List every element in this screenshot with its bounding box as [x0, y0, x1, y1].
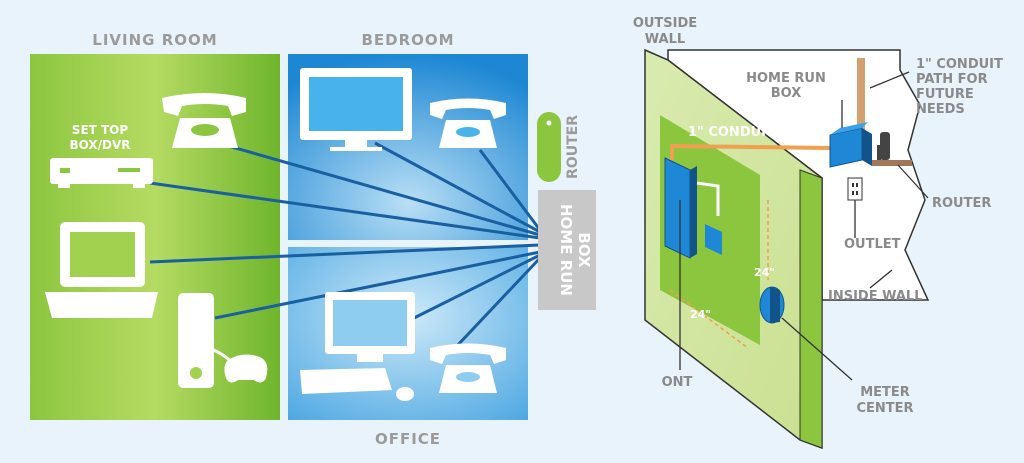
bedroom-label: BEDROOM — [361, 31, 454, 49]
phone-icon — [162, 93, 246, 148]
future-conduit-label-1: 1" CONDUIT — [916, 57, 1003, 72]
router-icon — [537, 112, 561, 182]
router-label: ROUTER — [565, 115, 581, 179]
home-run-box-label-1: HOME RUN — [557, 204, 575, 296]
game-controller-icon — [224, 354, 268, 383]
meter-center-label-2: CENTER — [856, 401, 913, 416]
set-top-box-icon — [50, 158, 153, 188]
conduit-path-label: 1" CONDUIT PATH — [688, 125, 817, 140]
ont-small-box — [705, 224, 722, 255]
future-conduit-label-3: FUTURE — [916, 87, 974, 102]
meter-center-label-1: METER — [860, 385, 910, 400]
home-run-box — [538, 190, 596, 310]
router-icon — [877, 132, 890, 160]
laptop-icon — [45, 222, 158, 318]
outlet-label: OUTLET — [844, 237, 901, 252]
inside-wall-label: INSIDE WALL — [828, 289, 923, 304]
set-top-box-label-2: BOX/DVR — [69, 138, 130, 152]
dimension-lines — [669, 200, 769, 349]
home-run-box-label-2: BOX — [575, 232, 593, 268]
office-label: OFFICE — [375, 430, 441, 448]
outlet-icon — [847, 177, 863, 201]
leader-lines — [679, 71, 929, 381]
ont-device — [664, 157, 691, 259]
home-run-box-wall-label-1: HOME RUN — [746, 71, 826, 86]
outside-wall-label-1: OUTSIDE — [633, 16, 697, 31]
meter-center-icon — [759, 286, 785, 324]
router-wall-label: ROUTER — [932, 196, 991, 211]
future-conduit-label-2: PATH FOR — [916, 72, 988, 87]
dimension-horizontal: 24" — [690, 308, 711, 321]
shelf — [872, 160, 912, 166]
desktop-computer-icon — [300, 292, 415, 401]
home-run-box-wall-label-2: BOX — [771, 86, 802, 101]
living-room-label: LIVING ROOM — [92, 31, 217, 49]
phone-icon — [430, 343, 506, 393]
dimension-vertical: 24" — [754, 266, 775, 279]
ont-label: ONT — [662, 375, 693, 390]
outside-wall-label-2: WALL — [645, 32, 685, 47]
future-conduit — [857, 58, 865, 143]
tv-icon — [300, 68, 412, 151]
conduit-path — [670, 143, 831, 160]
home-run-box-3d — [829, 122, 872, 168]
set-top-box-label-1: SET TOP — [72, 123, 129, 137]
future-conduit-label-4: NEEDS — [916, 102, 965, 117]
phone-icon — [430, 98, 506, 148]
cable-bundle — [149, 141, 542, 350]
